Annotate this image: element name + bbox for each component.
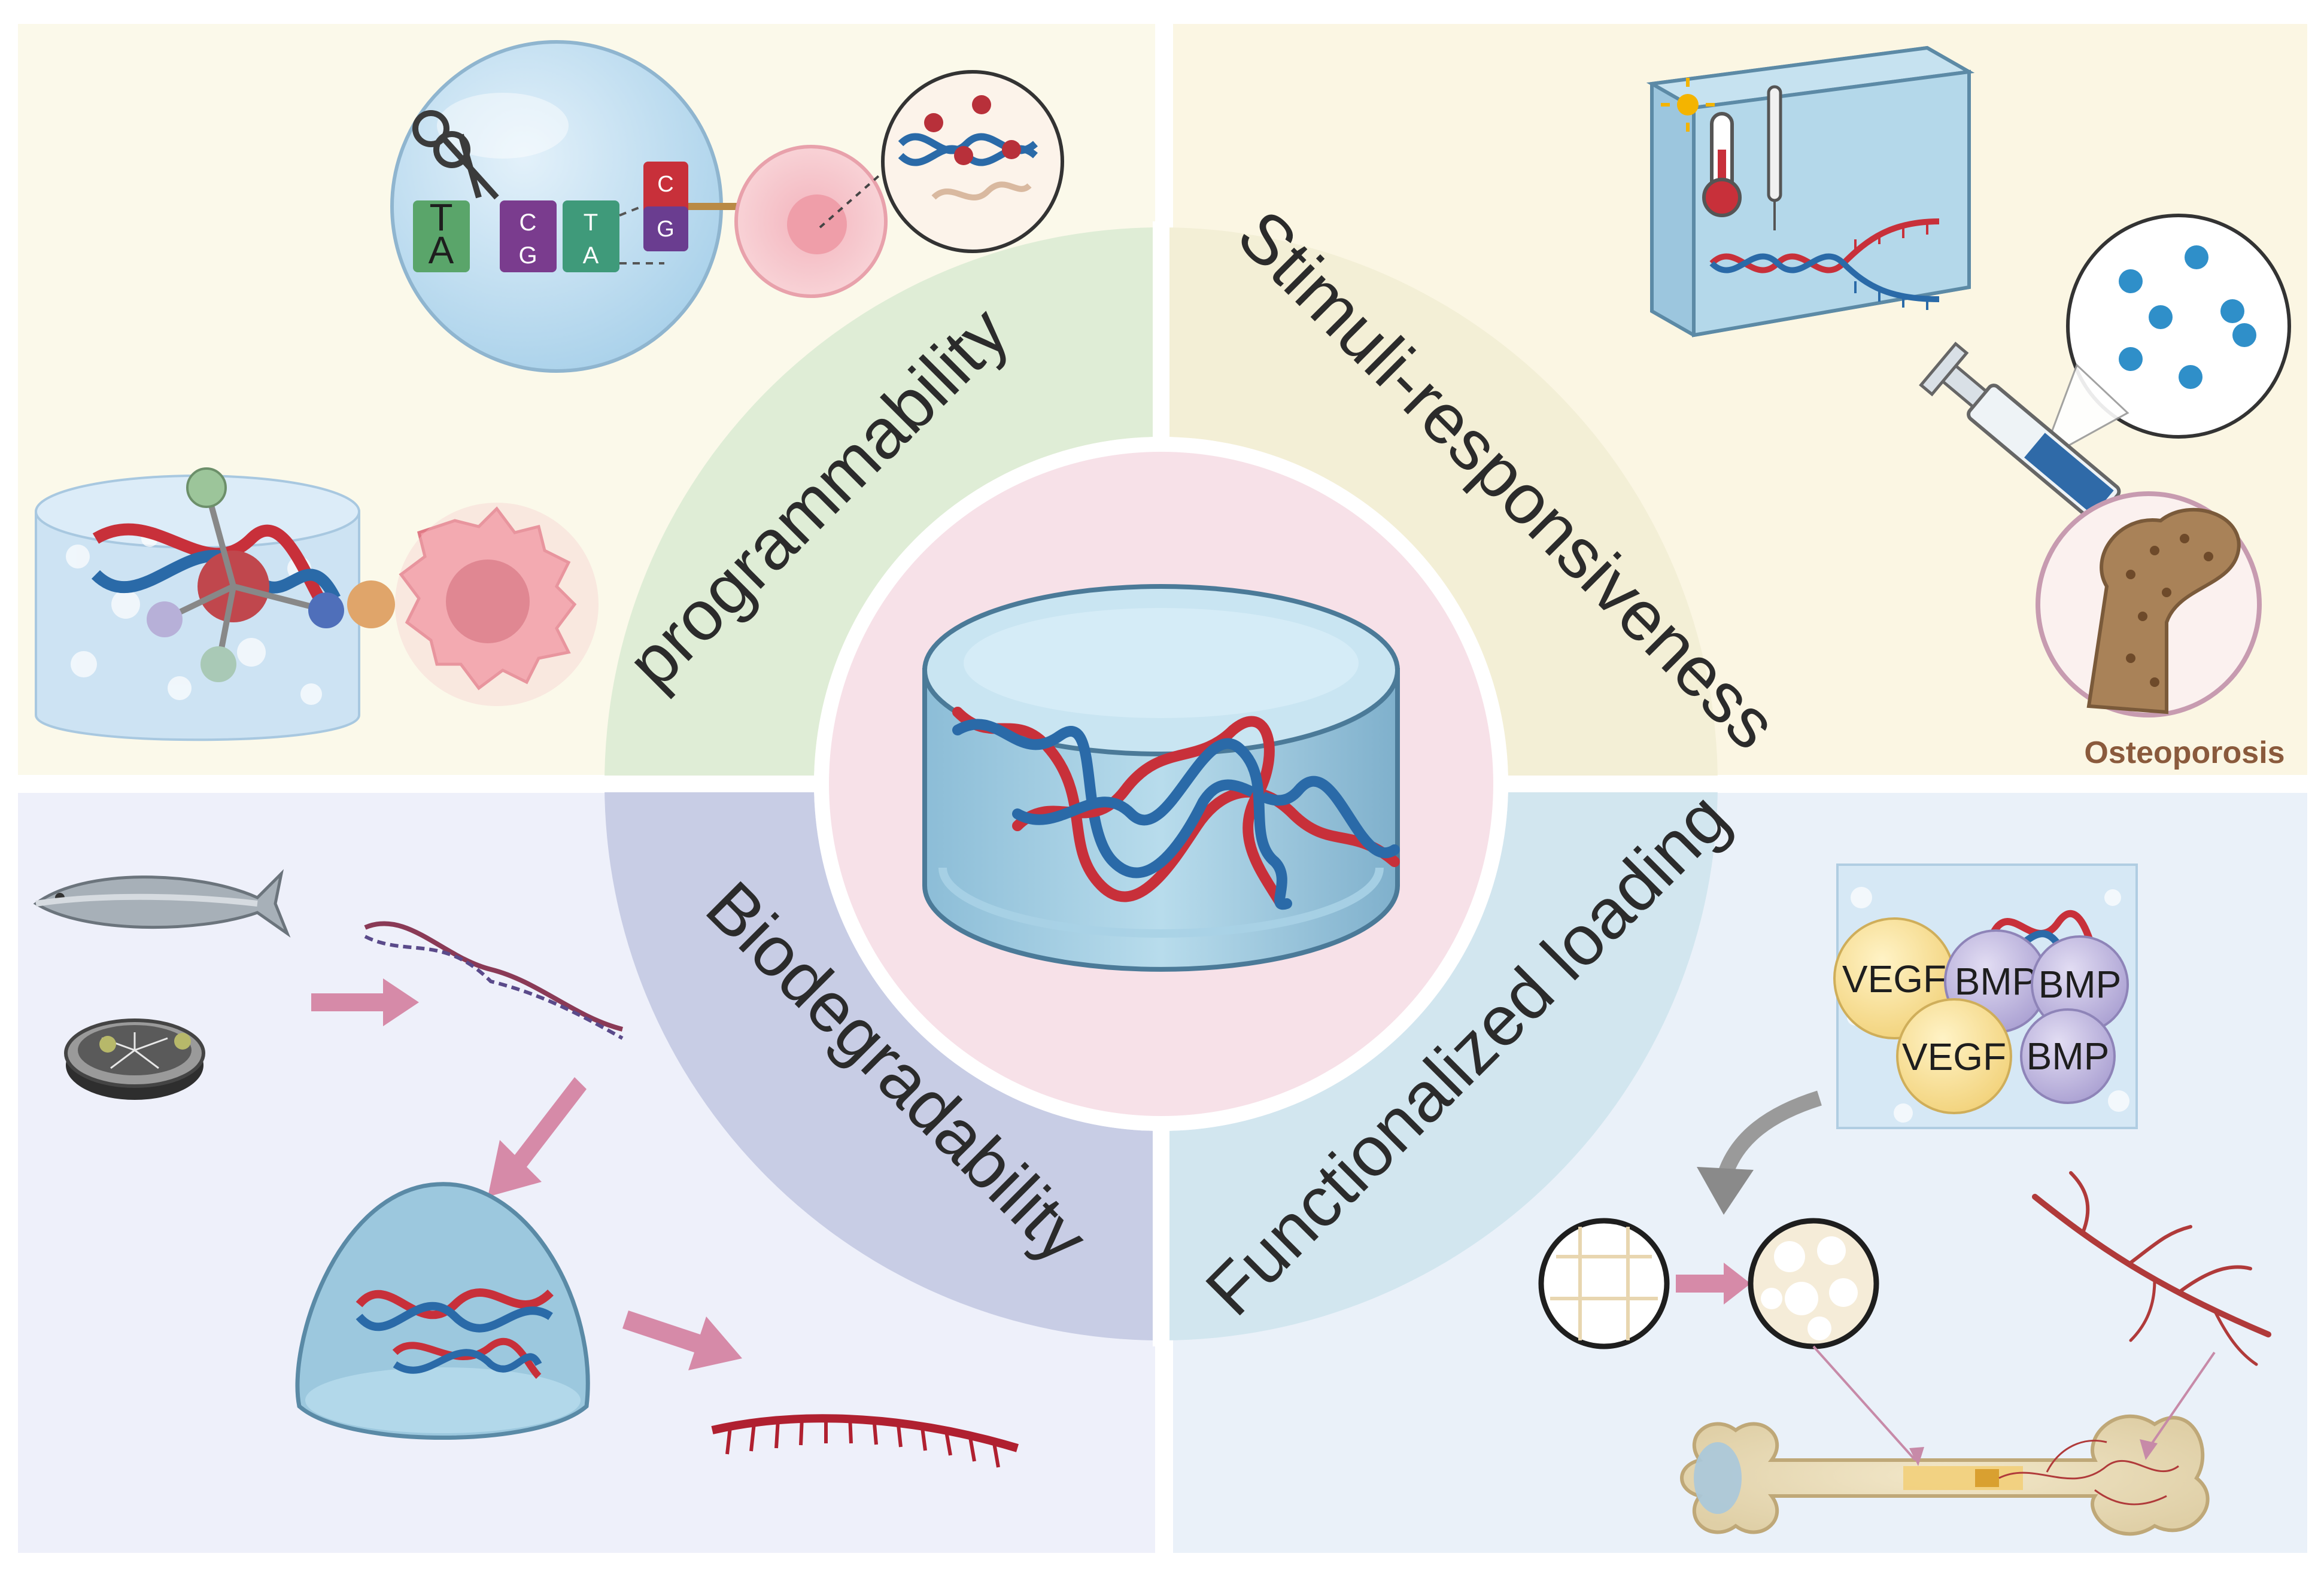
svg-text:A: A — [429, 229, 454, 272]
bmp-ball-2: BMP — [2031, 935, 2129, 1033]
svg-text:BMP: BMP — [2027, 1035, 2110, 1078]
dna-editing-sphere: T A C G T A — [390, 40, 723, 373]
osteoporosis-bone-circle — [2036, 491, 2262, 717]
svg-text:T: T — [584, 209, 598, 236]
svg-text:G: G — [657, 217, 675, 242]
spiky-cell — [347, 503, 599, 706]
ph-probe-icon — [1767, 85, 1782, 230]
magnified-particles-circle — [2039, 214, 2291, 463]
base-pair-block-c: T A — [563, 200, 619, 272]
svg-text:A: A — [583, 242, 599, 269]
free-dna-strand — [364, 921, 624, 1040]
base-pair-block-a: T A — [413, 196, 470, 272]
arrow-right-2 — [622, 1311, 742, 1370]
arrow-right-1 — [311, 978, 419, 1026]
svg-text:BMP: BMP — [2039, 963, 2122, 1006]
svg-text:C: C — [520, 209, 537, 236]
svg-text:VEGF: VEGF — [1842, 957, 1946, 1001]
magnified-dna-circle — [881, 70, 1064, 253]
syringe-icon — [1919, 341, 2155, 547]
sun-icon — [1661, 78, 1715, 132]
svg-text:T: T — [429, 196, 452, 239]
cell-lattice-circle-2 — [1748, 1218, 1879, 1349]
dna-strands-center — [952, 707, 1400, 910]
bone-icon — [1680, 1415, 2210, 1536]
arrow-down-left — [488, 1077, 587, 1197]
growth-factor-scaffold: VEGF BMP BMP VEGF BMP — [1833, 863, 2138, 1129]
bmp-ball-3: BMP — [2020, 1008, 2116, 1104]
fish-icon — [33, 869, 291, 938]
ring-sector-functionalized — [1161, 784, 1718, 1340]
base-pair-block-d: C G — [643, 162, 688, 251]
svg-text:C: C — [657, 172, 673, 197]
ring-sector-stimuli — [1161, 227, 1718, 784]
hydrogel-cube — [1646, 45, 1975, 338]
vegf-ball-2: VEGF — [1896, 998, 2012, 1114]
porous-scaffold — [35, 467, 360, 741]
label-osteoporosis: Osteoporosis — [2084, 735, 2284, 770]
cell-target — [734, 145, 888, 298]
blood-vessel-icon — [2032, 1171, 2271, 1366]
ring-sector-biodegradability — [604, 784, 1161, 1340]
dna-hydrogel-dome — [295, 1182, 590, 1440]
arrow-right-3 — [1676, 1263, 1751, 1305]
svg-text:G: G — [518, 242, 537, 269]
ring-sector-programmability — [604, 227, 1161, 784]
thermometer-icon — [1702, 112, 1742, 217]
scissors-icon — [412, 110, 499, 200]
svg-text:VEGF: VEGF — [1902, 1035, 2006, 1078]
svg-text:BMP: BMP — [1955, 960, 2038, 1003]
cell-lattice-circle-1 — [1538, 1218, 1670, 1349]
petri-dish-icon — [64, 1018, 205, 1100]
curved-arrow-gray — [1716, 1090, 1822, 1181]
degraded-strand — [711, 1414, 1019, 1468]
dna-hydrogel-cylinder — [922, 584, 1400, 972]
base-pair-block-b: C G — [500, 200, 557, 272]
